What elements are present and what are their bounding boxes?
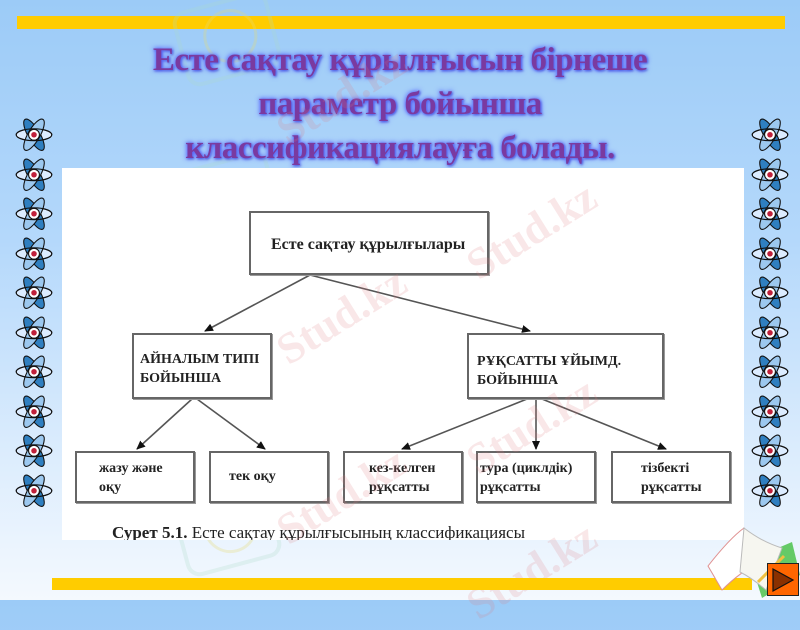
left-atom-column xyxy=(14,115,54,510)
node-storage-devices: Есте сақтау құрылғылары xyxy=(249,211,489,275)
atom-icon xyxy=(751,355,789,388)
caption-label: Сурет 5.1. xyxy=(112,523,188,540)
figure-caption: Сурет 5.1. Есте сақтау құрылғысының клас… xyxy=(112,523,525,540)
node-random-access: кез-келген рұқсатты xyxy=(343,451,463,503)
title-line-3: классификациялауға болады. xyxy=(185,130,615,166)
node-label-line: кез-келген xyxy=(369,461,436,476)
atom-icon xyxy=(15,355,53,388)
node-label-line: БОЙЫНША xyxy=(477,373,559,388)
title-line-1: Есте сақтау құрылғысын бірнеше xyxy=(152,42,648,78)
node-label-line: БОЙЫНША xyxy=(140,371,222,386)
node-label: Есте сақтау құрылғылары xyxy=(271,236,466,253)
title-line-2: параметр бойынша xyxy=(258,86,542,122)
next-slide-button[interactable] xyxy=(767,563,799,596)
atom-icon xyxy=(15,197,53,230)
node-sequential-access: тізбекті рұқсатты xyxy=(611,451,731,503)
diagram-arrows xyxy=(136,274,667,450)
atom-icon xyxy=(751,434,789,467)
classification-diagram: Есте сақтау құрылғылары АЙНАЛЫМ ТИПІ БОЙ… xyxy=(62,168,744,540)
node-read-write: жазу және оқу xyxy=(75,451,195,503)
atom-icon xyxy=(751,197,789,230)
node-label-line: РҰҚСАТТЫ ҰЙЫМД. xyxy=(477,354,622,369)
node-label-line: рұқсатты xyxy=(480,480,541,495)
node-label-line: тура (циклдік) xyxy=(480,461,573,476)
right-atom-column xyxy=(750,115,790,510)
slide-title: Есте сақтау құрылғысын бірнеше параметр … xyxy=(100,38,700,170)
node-label-line: тек оқу xyxy=(229,469,276,484)
atom-icon xyxy=(15,395,53,428)
atom-icon xyxy=(15,434,53,467)
node-by-access-type: АЙНАЛЫМ ТИПІ БОЙЫНША xyxy=(132,333,272,399)
atom-icon xyxy=(15,158,53,191)
atom-icon xyxy=(751,316,789,349)
node-read-only: тек оқу xyxy=(209,451,329,503)
play-triangle-icon xyxy=(772,567,795,593)
atom-icon xyxy=(15,118,53,151)
node-by-access-organization: РҰҚСАТТЫ ҰЙЫМД. БОЙЫНША xyxy=(467,333,664,399)
top-accent-bar xyxy=(17,16,785,29)
bottom-accent-bar xyxy=(52,578,752,590)
node-label-line: тізбекті xyxy=(641,461,690,476)
node-label-line: рұқсатты xyxy=(369,480,430,495)
atom-icon xyxy=(15,316,53,349)
atom-icon xyxy=(751,276,789,309)
atom-icon xyxy=(751,118,789,151)
atom-icon xyxy=(751,395,789,428)
node-label-line: рұқсатты xyxy=(641,480,702,495)
node-label-line: оқу xyxy=(99,480,122,495)
atom-icon xyxy=(751,237,789,270)
atom-icon xyxy=(15,276,53,309)
node-label-line: АЙНАЛЫМ ТИПІ xyxy=(140,352,260,367)
atom-icon xyxy=(751,158,789,191)
caption-text: Есте сақтау құрылғысының классификациясы xyxy=(191,523,526,540)
node-direct-cyclic-access: тура (циклдік) рұқсатты xyxy=(476,451,596,503)
atom-icon xyxy=(15,474,53,507)
atom-icon xyxy=(15,237,53,270)
atom-icon xyxy=(751,474,789,507)
node-label-line: жазу және xyxy=(99,461,163,476)
